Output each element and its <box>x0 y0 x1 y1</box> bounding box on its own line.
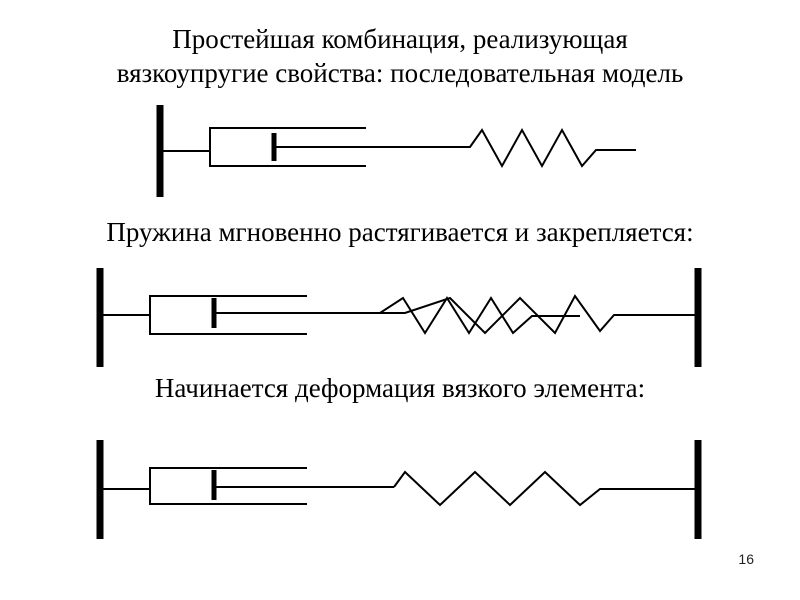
spring-original-position <box>330 296 580 335</box>
dashpot-cylinder <box>149 295 307 335</box>
caption-spring-stretch: Пружина мгновенно растягивается и закреп… <box>106 217 694 247</box>
caption-viscous-deformation: Начинается деформация вязкого элемента: <box>154 373 646 403</box>
slide-title-line-2: вязкоупругие свойства: последовательная … <box>116 58 684 88</box>
dashpot-cylinder <box>209 127 366 167</box>
diagram-spring-stretched <box>96 268 702 367</box>
slide-title: Простейшая комбинация, реализующая вязко… <box>0 22 800 90</box>
spring-stretched <box>380 294 698 335</box>
diagram-series-model <box>156 105 636 197</box>
diagram-viscous-deformation <box>96 440 702 539</box>
spring <box>432 127 636 169</box>
spring <box>393 470 698 507</box>
dashpot-cylinder <box>149 467 307 505</box>
page-number: 16 <box>738 551 754 567</box>
slide-title-line-1: Простейшая комбинация, реализующая <box>172 24 628 54</box>
